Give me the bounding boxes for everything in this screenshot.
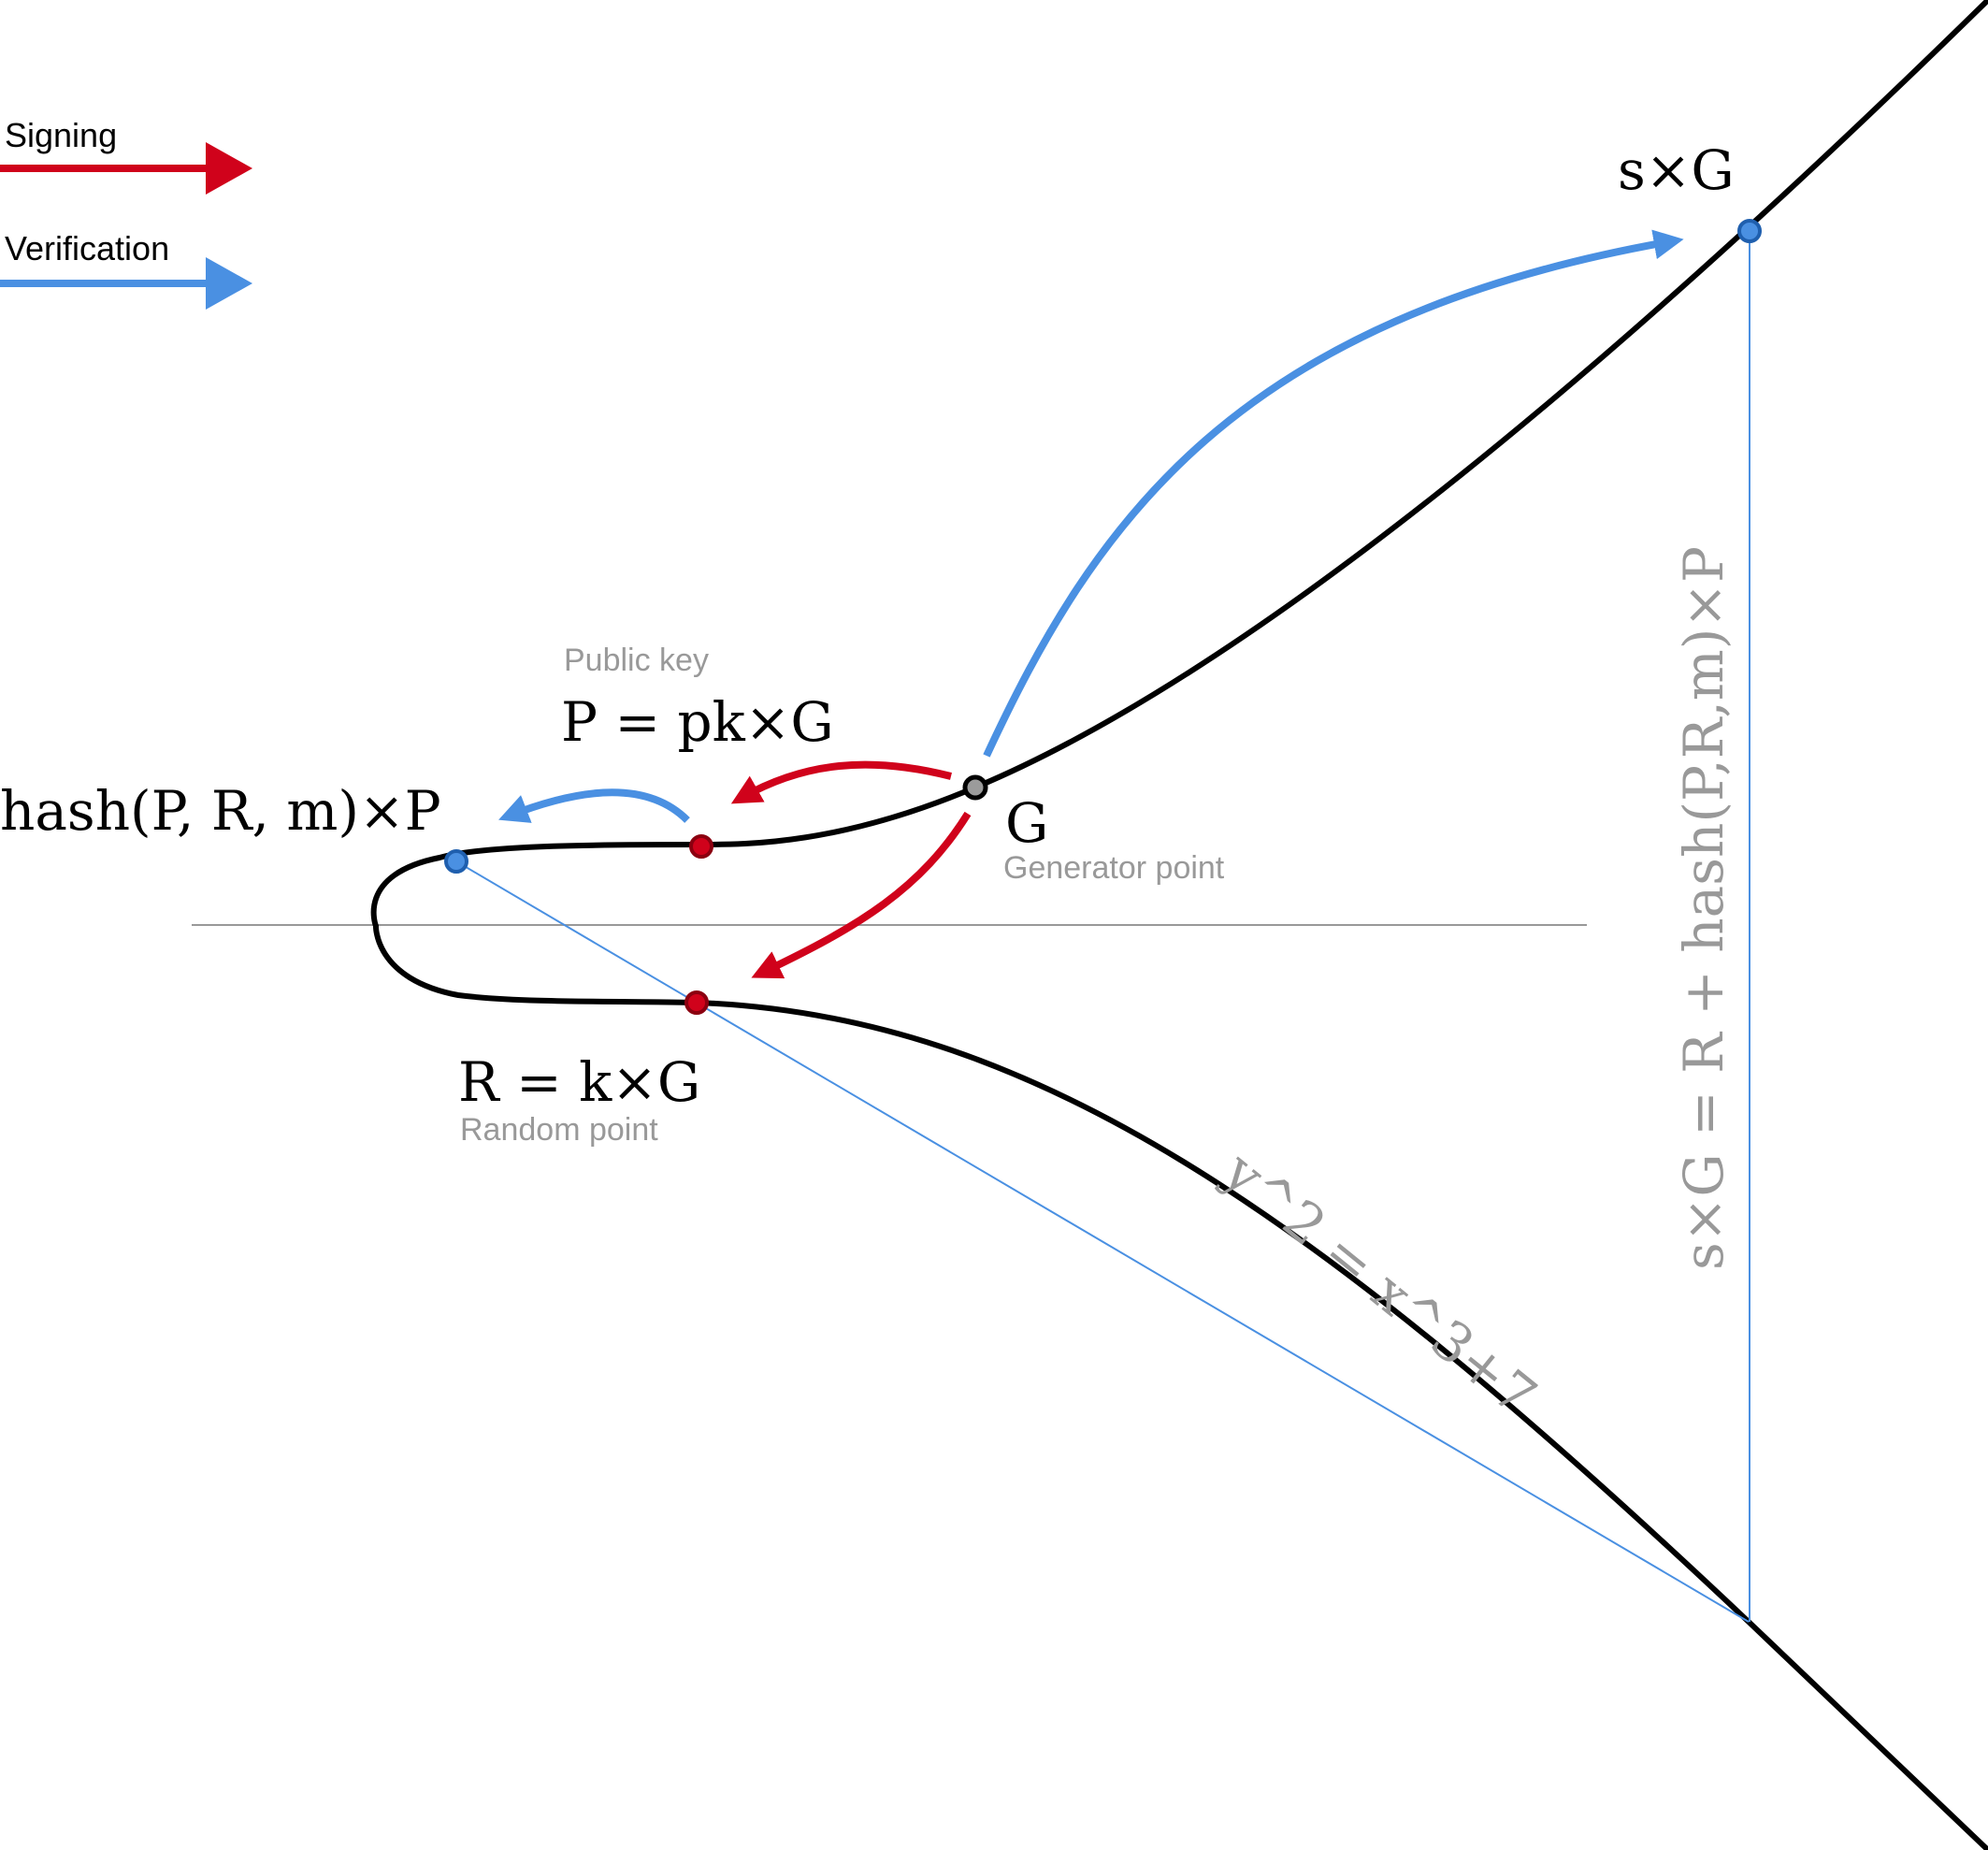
point-G <box>962 774 988 801</box>
point-P <box>689 834 713 859</box>
signing-arrow-to-P <box>730 760 952 804</box>
point-sG <box>1737 219 1762 243</box>
verification-arrow-to-hash <box>498 788 690 823</box>
label-generator-caption: Generator point <box>1003 850 1225 886</box>
point-R <box>684 990 709 1015</box>
signing-arrow-to-R <box>751 811 972 979</box>
label-sG: s×G <box>1618 138 1735 202</box>
verification-line-diagonal <box>455 860 1750 1623</box>
legend-verification-arrowhead <box>206 257 252 310</box>
label-generator: G <box>1005 791 1048 855</box>
label-public-key-formula: P = pk×G <box>561 690 834 754</box>
point-hash-P <box>444 849 468 874</box>
legend-signing-label: Signing <box>5 116 117 154</box>
legend-signing-arrowhead <box>206 142 252 195</box>
label-random-formula: R = k×G <box>458 1050 700 1114</box>
label-public-key-caption: Public key <box>564 643 709 678</box>
label-hash-formula: hash(P, R, m)×P <box>0 779 441 843</box>
elliptic-curve <box>370 0 1988 1850</box>
verification-arrow-to-sG <box>983 229 1684 758</box>
label-curve-equation: y^2 = x^3+7 <box>1211 1138 1548 1428</box>
label-verification-equation: s×G = R + hash(P,R,m)×P <box>1672 546 1736 1270</box>
label-random-caption: Random point <box>460 1112 658 1148</box>
legend-verification-label: Verification <box>5 229 169 267</box>
